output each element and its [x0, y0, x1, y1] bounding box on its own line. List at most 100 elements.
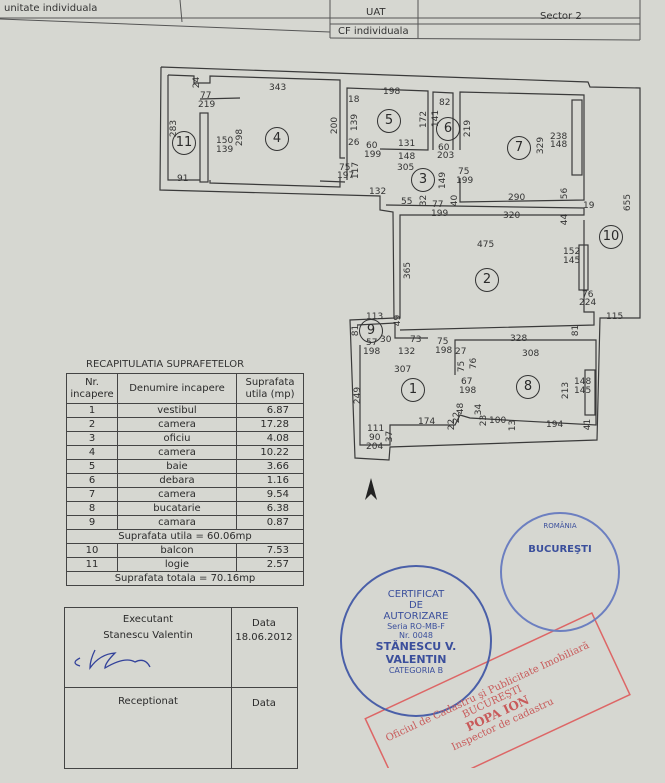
dim: 475 — [477, 240, 495, 250]
dim: 172 — [419, 110, 430, 129]
dim: 75 — [458, 167, 470, 177]
stamp-text: CATEGORIA B — [388, 666, 444, 675]
unit-label: unitate individuala — [4, 3, 98, 14]
dim: 77 — [200, 91, 212, 101]
dim: 22 — [447, 418, 458, 431]
totala-total: Suprafata totala = 70.16mp — [66, 571, 304, 586]
dim: 90 — [369, 433, 381, 443]
dim: 23 — [479, 414, 490, 427]
uat-label: UAT — [366, 7, 386, 18]
dim: 298 — [235, 128, 246, 147]
stamp-text: DE — [408, 600, 424, 611]
room-name: vestibul — [117, 403, 237, 418]
room-name: debara — [117, 473, 237, 488]
dim: 139 — [350, 113, 361, 132]
dim: 60 — [366, 141, 378, 151]
dim: 76 — [582, 290, 594, 300]
room-area: 2.57 — [236, 557, 304, 572]
dim: 150 — [216, 136, 234, 146]
recap-title: RECAPITULATIA SUPRAFETELOR — [86, 359, 245, 370]
room-name: camera — [117, 417, 237, 432]
dim: 115 — [606, 312, 624, 322]
dim: 141 — [431, 109, 442, 128]
ocpi-stamp: ROMÂNIA BUCUREŞTI — [500, 512, 620, 632]
dim: 219 — [463, 119, 474, 138]
dim: 204 — [366, 442, 384, 452]
dim: 199 — [364, 150, 382, 160]
dim: 194 — [546, 420, 564, 430]
stamp-text: BUCUREŞTI — [528, 544, 592, 555]
dim: 77 — [432, 200, 444, 210]
stamp-text: STĂNESCU V. — [375, 640, 457, 653]
dim: 320 — [503, 211, 521, 221]
room-area: 1.16 — [236, 473, 304, 488]
dim: 283 — [169, 119, 180, 138]
room-name: balcon — [117, 543, 237, 558]
receptionat-label: Receptionat — [118, 696, 178, 707]
dim: 152 — [563, 247, 581, 257]
room-9: 9 — [359, 319, 383, 343]
executant-name: Stanescu Valentin — [103, 630, 193, 641]
stamp-text: ROMÂNIA — [543, 522, 577, 530]
executant-label: Executant — [122, 614, 174, 625]
dim: 19 — [583, 201, 595, 211]
dim: 49 — [393, 314, 404, 327]
col-header: Nr. incapere — [66, 373, 118, 404]
dim: 328 — [510, 334, 528, 344]
utila-total: Suprafata utila = 60.06mp — [66, 529, 304, 544]
room-area: 3.66 — [236, 459, 304, 474]
room-6: 6 — [436, 117, 460, 141]
room-area: 6.38 — [236, 501, 304, 516]
dim: 30 — [380, 335, 392, 345]
dim: 40 — [450, 194, 461, 207]
dim: 305 — [397, 163, 415, 173]
dim: 197 — [337, 171, 355, 181]
room-number: 8 — [66, 501, 118, 516]
date-label-2: Data — [252, 698, 276, 709]
dim: 655 — [623, 193, 634, 212]
room-1: 1 — [401, 378, 425, 402]
dim: 32 — [419, 194, 430, 207]
room-number: 11 — [66, 557, 118, 572]
dim: 290 — [508, 193, 526, 203]
dim: 238 — [550, 132, 568, 142]
dim: 219 — [198, 100, 216, 110]
room-name: bucatarie — [117, 501, 237, 516]
stamp-text: Nr. 0048 — [399, 631, 433, 640]
room-number: 6 — [66, 473, 118, 488]
room-11: 11 — [172, 131, 196, 155]
col-header: Suprafata utila (mp) — [236, 373, 304, 404]
dim: 329 — [536, 136, 547, 155]
dim: 198 — [383, 87, 401, 97]
uat-value: Sector 2 — [540, 11, 582, 22]
signature-table: Executant Stanescu Valentin Data 18.06.2… — [64, 607, 298, 769]
stamp-text: CERTIFICAT — [387, 589, 445, 600]
dim: 91 — [177, 174, 189, 184]
room-7: 7 — [507, 136, 531, 160]
room-10: 10 — [599, 225, 623, 249]
dim: 24 — [192, 76, 203, 89]
dim: 198 — [363, 347, 381, 357]
dim: 34 — [474, 403, 485, 416]
room-3: 3 — [411, 168, 435, 192]
stamp-text: AUTORIZARE — [383, 611, 449, 622]
dim: 308 — [522, 349, 540, 359]
dim: 82 — [439, 98, 451, 108]
dim: 132 — [398, 347, 416, 357]
dim: 75 — [437, 337, 449, 347]
dim: 113 — [366, 312, 384, 322]
room-area: 7.53 — [236, 543, 304, 558]
dim: 213 — [561, 381, 572, 400]
room-area: 0.87 — [236, 515, 304, 530]
dim: 13 — [508, 419, 519, 432]
stamp-text: VALENTIN — [385, 653, 447, 666]
north-arrow-icon — [365, 478, 377, 500]
room-name: oficiu — [117, 431, 237, 446]
room-area: 17.28 — [236, 417, 304, 432]
dim: 56 — [560, 187, 571, 200]
